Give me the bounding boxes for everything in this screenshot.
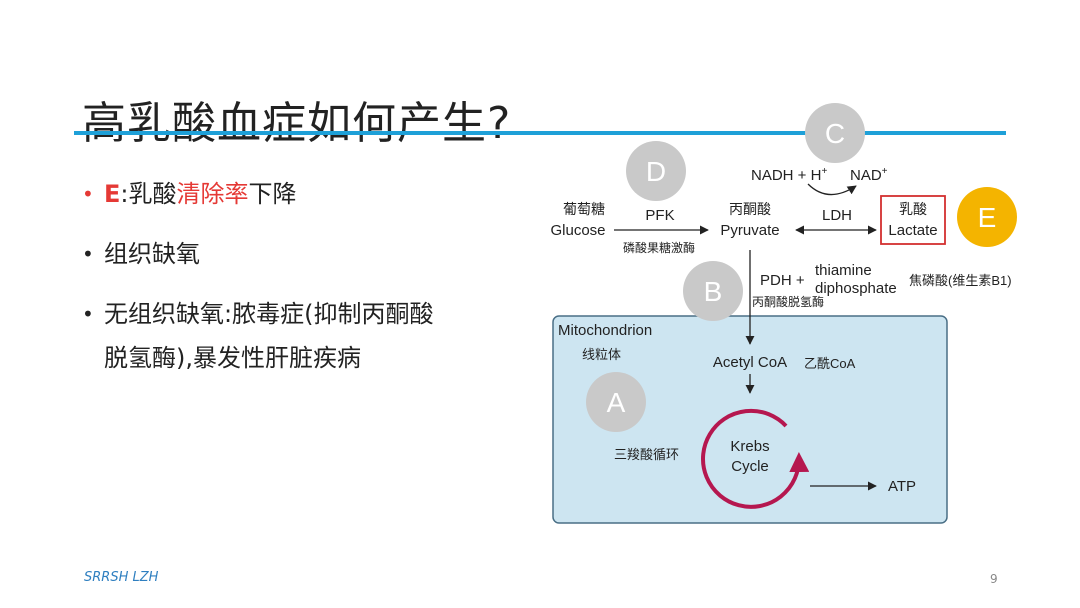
pfk-cn-label: 磷酸果糖激酶 xyxy=(623,240,695,255)
lactate-box xyxy=(880,195,946,245)
diphosphate-label: diphosphate xyxy=(815,280,897,297)
slide-title: 高乳酸血症如何产生? xyxy=(82,98,512,150)
badge-a: A xyxy=(586,372,646,432)
badge-e-letter: E xyxy=(978,202,997,233)
nad-plus-sup: + xyxy=(882,166,888,177)
footer-brand: SRRSH LZH xyxy=(84,570,159,585)
bullet-prefix: E xyxy=(104,180,121,208)
bullet-text-part1: 乳酸 xyxy=(128,180,177,208)
bullet-text-part2: 下降 xyxy=(248,180,297,208)
krebs-cycle-ring xyxy=(701,408,810,509)
nad-label: NAD+ xyxy=(850,166,888,184)
page-number: 9 xyxy=(990,572,998,586)
thiamine-cn-label: 焦磷酸(维生素B1) xyxy=(909,273,1012,288)
badge-c-letter: C xyxy=(825,118,845,149)
bullet-list: E:乳酸清除率下降 组织缺氧 无组织缺氧:脓毒症(抑制丙酮酸脱氢酶),暴发性肝脏… xyxy=(82,172,522,396)
bullet-hypoxia-text: 组织缺氧 xyxy=(104,240,200,268)
acetyl-coa-cn-label: 乙酰CoA xyxy=(804,356,856,371)
badge-a-letter: A xyxy=(607,387,626,418)
badge-d: D xyxy=(626,141,686,201)
mitochondrion-cn-label: 线粒体 xyxy=(582,347,621,362)
pyruvate-cn-label: 丙酮酸 xyxy=(729,201,771,217)
pdh-cn-label: 丙酮酸脱氢酶 xyxy=(752,294,824,309)
nad-text: NAD xyxy=(850,167,882,184)
glucose-cn-label: 葡萄糖 xyxy=(563,201,605,217)
badge-c: C xyxy=(805,103,865,163)
nadh-plus-sup: + xyxy=(821,166,827,177)
badge-e: E xyxy=(957,187,1017,247)
glucose-en-label: Glucose xyxy=(550,222,605,239)
mitochondrion-en-label: Mitochondrion xyxy=(558,322,652,339)
cycle-label: Cycle xyxy=(731,458,769,475)
acetyl-coa-label: Acetyl CoA xyxy=(713,354,787,371)
badge-b-letter: B xyxy=(704,276,723,307)
pfk-label: PFK xyxy=(645,207,674,224)
krebs-label: Krebs xyxy=(730,438,769,455)
nadh-text: NADH + H xyxy=(751,167,821,184)
pyruvate-en-label: Pyruvate xyxy=(720,222,779,239)
bullet-clearance: E:乳酸清除率下降 xyxy=(82,172,522,216)
badge-d-letter: D xyxy=(646,156,666,187)
bullet-colon: : xyxy=(120,180,129,208)
bullet-no-hypoxia-line1: 无组织缺氧:脓毒症(抑制丙酮酸 xyxy=(104,300,434,328)
krebs-cn-label: 三羧酸循环 xyxy=(614,447,679,462)
badge-b: B xyxy=(683,261,743,321)
ldh-label: LDH xyxy=(822,207,852,224)
lactate-en-label: Lactate xyxy=(888,222,937,239)
title-underline xyxy=(74,131,1006,135)
nadh-label: NADH + H+ xyxy=(751,166,827,184)
bullet-no-hypoxia-line2: 脱氢酶),暴发性肝脏疾病 xyxy=(104,344,361,372)
lactate-cn-label: 乳酸 xyxy=(899,201,927,217)
bullet-highlight: 清除率 xyxy=(176,180,249,208)
nadh-curve-arrow xyxy=(807,183,857,196)
pdh-label: PDH + xyxy=(760,272,805,289)
thiamine-label: thiamine xyxy=(815,262,872,279)
bullet-hypoxia: 组织缺氧 xyxy=(82,232,522,276)
atp-label: ATP xyxy=(888,478,916,495)
